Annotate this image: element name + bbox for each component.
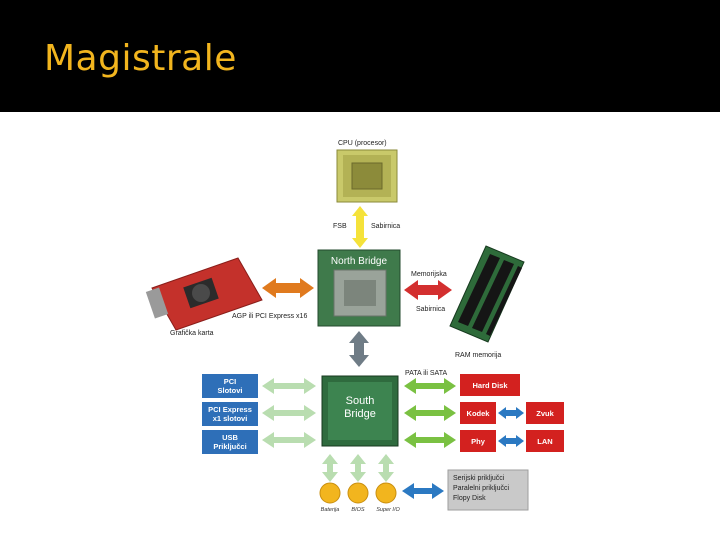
cpu-chip (337, 150, 397, 202)
superio-arrow (378, 454, 394, 482)
south-bridge-label-1: South (346, 395, 375, 407)
cpu-label: CPU (procesor) (338, 140, 387, 147)
south-bridge-label-2: Bridge (344, 408, 376, 420)
serial-label: Serijski priključci (453, 475, 505, 482)
floppy-label: Flopy Disk (453, 495, 486, 502)
superio-ports-arrow (402, 483, 444, 499)
agp-arrow (262, 278, 314, 298)
north-bridge-label: North Bridge (331, 256, 388, 267)
zvuk-arrow (498, 407, 524, 419)
sabirnica-top-label: Sabirnica (371, 223, 400, 230)
pcie-x1-arrow (262, 405, 316, 421)
pci-label-2: Slotovi (217, 386, 242, 395)
pcie-label-1: PCI Express (208, 405, 252, 414)
usb-label-2: Priključci (213, 442, 246, 451)
bios-circle (348, 483, 368, 503)
superio-label: Super I/O (376, 507, 400, 513)
pata-label: PATA ili SATA (405, 370, 447, 377)
kodek-label: Kodek (467, 409, 491, 418)
baterija-arrow (322, 454, 338, 482)
phy-arrow (404, 432, 456, 448)
pci-arrow (262, 378, 316, 394)
sabirnica-mem-label: Sabirnica (416, 306, 445, 313)
zvuk-label: Zvuk (536, 409, 554, 418)
memorijska-label: Memorijska (411, 271, 447, 278)
memory-bus-arrow (404, 280, 452, 300)
parallel-label: Paralelni priključci (453, 485, 509, 492)
hard-disk-arrow (404, 378, 456, 394)
lan-arrow (498, 435, 524, 447)
bios-label: BIOS (351, 507, 364, 513)
phy-label: Phy (471, 437, 486, 446)
ram-module (450, 246, 524, 342)
agp-label: AGP ili PCI Express x16 (232, 313, 307, 320)
hard-disk-label: Hard Disk (472, 381, 508, 390)
baterija-circle (320, 483, 340, 503)
pci-label-1: PCI (224, 377, 237, 386)
pcie-label-2: x1 slotovi (213, 414, 248, 423)
fsb-arrow (352, 206, 368, 248)
kodek-arrow (404, 405, 456, 421)
lan-label: LAN (537, 437, 552, 446)
bios-arrow (350, 454, 366, 482)
nb-sb-arrow (349, 331, 369, 367)
superio-circle (376, 483, 396, 503)
usb-label-1: USB (222, 433, 238, 442)
usb-arrow (262, 432, 316, 448)
ram-label: RAM memorija (455, 352, 501, 359)
baterija-label: Baterija (321, 507, 340, 513)
graficka-label: Grafička karta (170, 330, 214, 337)
fsb-label: FSB (333, 223, 347, 230)
